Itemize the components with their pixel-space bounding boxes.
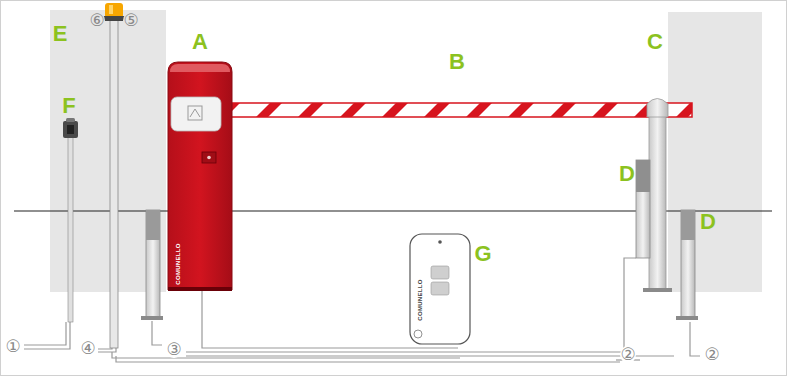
part-letter: F	[62, 95, 75, 117]
brand-text: COMUNELLO	[175, 243, 181, 284]
callout-number: ⑤	[123, 12, 138, 29]
callout-number: ⑥	[89, 12, 104, 29]
callout-number: ②	[704, 346, 719, 363]
part-letter: C	[647, 31, 663, 53]
photocell-post	[636, 160, 650, 258]
part-letter: G	[474, 243, 491, 265]
photocell-post	[676, 210, 698, 320]
part-letter: E	[53, 23, 68, 45]
callout-number: ④	[80, 340, 95, 357]
callout-number: ①	[5, 338, 20, 355]
callout-number: ③	[166, 341, 181, 358]
boom-arm	[222, 103, 692, 117]
remote-control	[410, 234, 470, 344]
photocell-post	[141, 210, 163, 320]
callout-number: ②	[620, 346, 635, 363]
flashing-lamp	[103, 3, 125, 348]
part-letter: A	[192, 31, 208, 53]
part-letter: B	[449, 51, 465, 73]
barrier-cabinet	[168, 62, 232, 291]
key-selector	[63, 118, 78, 322]
wires	[24, 20, 700, 362]
part-letter: D	[700, 211, 716, 233]
part-letter: D	[619, 163, 635, 185]
brand-text: COMUNELLO	[417, 279, 423, 320]
